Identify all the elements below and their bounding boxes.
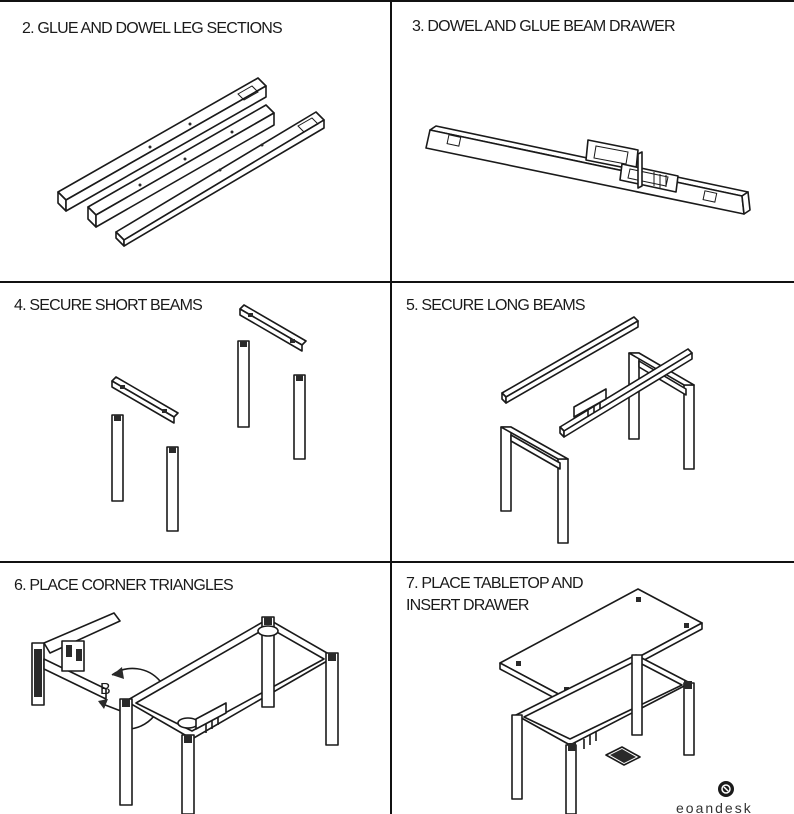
corner-triangles-illustration: B [31,612,339,814]
grid-row-divider-1 [0,281,794,283]
step-6-panel: 6. PLACE CORNER TRIANGLES B [0,563,390,814]
callout-letter: B [100,681,111,698]
leg-back-right [293,374,306,460]
table-frame [119,616,339,814]
front-frame [500,426,569,544]
corner-triangle-detail [31,612,121,706]
step-6-title: 6. PLACE CORNER TRIANGLES [14,577,234,594]
tabletop-drawer-illustration [499,588,703,814]
short-beam-front [111,376,179,424]
step-7-panel: 7. PLACE TABLETOP AND INSERT DRAWER [392,563,794,814]
long-beam-top [501,316,639,404]
leg-front-left [111,414,124,502]
step-3-title: 3. DOWEL AND GLUE BEAM DRAWER [412,18,676,35]
grid-vertical-divider [390,0,392,814]
step-3-panel: 3. DOWEL AND GLUE BEAM DRAWER [392,2,794,281]
table-frame-under [511,654,695,814]
drawer-insert [605,746,641,766]
step-7-title: 7. PLACE TABLETOP AND INSERT DRAWER [406,575,584,614]
drawer-frame [585,139,679,193]
step-4-panel: 4. SECURE SHORT BEAMS [0,283,390,561]
beam-drawer-illustration [425,125,751,215]
leg-front-right [166,446,179,532]
leg-back-left [237,340,250,428]
short-beam-back [239,304,307,352]
step-2-title: 2. GLUE AND DOWEL LEG SECTIONS [22,20,283,37]
step-4-title: 4. SECURE SHORT BEAMS [14,297,203,314]
brand-wordmark: eoandesk [676,800,753,814]
grid-row-divider-2 [0,561,794,563]
step-5-panel: 5. SECURE LONG BEAMS [392,283,794,561]
step-2-panel: 2. GLUE AND DOWEL LEG SECTIONS [0,2,390,281]
step-5-title: 5. SECURE LONG BEAMS [406,297,586,314]
grid-top-border [0,0,794,2]
long-beam-middle [559,348,693,438]
leg-section-board-1 [57,77,267,212]
leg-sections-illustration [57,77,325,247]
leg-section-board-2 [87,104,275,228]
leg-section-board-3 [115,111,325,247]
circled-logo-icon [718,781,734,797]
long-beams-illustration [500,316,695,544]
short-beams-illustration [111,304,307,532]
